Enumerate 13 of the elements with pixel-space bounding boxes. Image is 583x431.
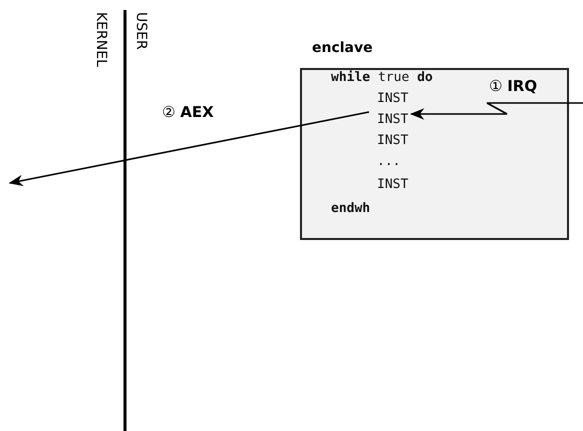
side-label: USER: [133, 12, 149, 50]
code-line: INST: [377, 177, 408, 193]
code-line: INST: [377, 133, 408, 149]
code-line: while true do: [331, 70, 433, 86]
code-line: INST: [377, 91, 408, 107]
arrow: [410, 102, 583, 120]
side-label: KERNEL: [93, 12, 109, 67]
code-line: ...: [377, 154, 400, 170]
code-line: INST: [377, 112, 408, 128]
code-line: endwh: [331, 201, 370, 217]
box-heading: enclave: [312, 40, 373, 56]
edge-label: ① IRQ: [487, 77, 540, 95]
arrow: [8, 111, 370, 186]
